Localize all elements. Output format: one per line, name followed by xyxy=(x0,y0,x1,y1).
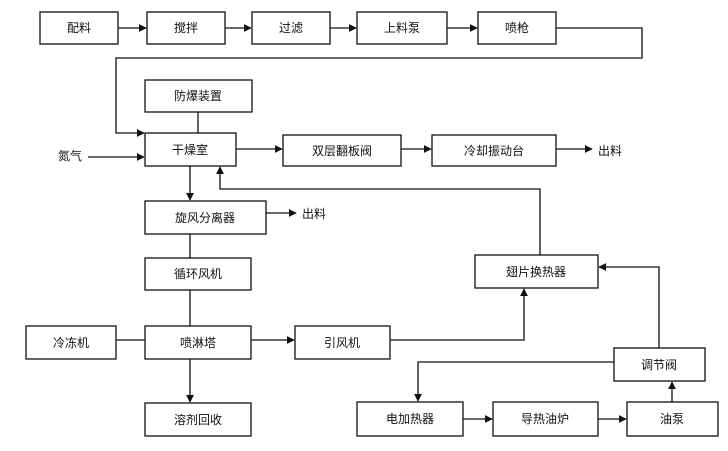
node-jiaoban-label: 搅拌 xyxy=(174,20,198,35)
node-rongji-label: 溶剂回收 xyxy=(174,412,222,427)
node-tiaojie-label: 调节阀 xyxy=(641,358,677,372)
node-tiaojie: 调节阀 xyxy=(613,347,706,382)
node-daore-label: 导热油炉 xyxy=(521,412,569,426)
node-fangbao-label: 防爆装置 xyxy=(174,88,222,103)
node-guolv-label: 过滤 xyxy=(279,21,303,35)
node-yinfeng-label: 引风机 xyxy=(324,336,360,350)
node-shangliaobeng: 上料泵 xyxy=(356,11,448,45)
node-xuanfeng: 旋风分离器 xyxy=(144,200,267,235)
label-danqi: 氮气 xyxy=(58,148,82,163)
node-penqiang: 喷枪 xyxy=(477,11,557,45)
edge-tiaojie-chipian xyxy=(598,263,660,348)
node-xunhuan-label: 循环风机 xyxy=(174,267,222,281)
node-daore: 导热油炉 xyxy=(492,401,599,437)
node-fangbao: 防爆装置 xyxy=(144,79,253,113)
node-yinfeng: 引风机 xyxy=(294,325,391,360)
node-peiliao-label: 配料 xyxy=(67,21,91,35)
node-xunhuan: 循环风机 xyxy=(144,257,252,291)
node-penlin-label: 喷淋塔 xyxy=(180,336,216,350)
node-jiaoban: 搅拌 xyxy=(146,11,226,45)
node-ganzaoshi-label: 干燥室 xyxy=(172,142,208,157)
label-chuliao-mid: 出料 xyxy=(302,207,326,221)
node-dianjia: 电加热器 xyxy=(356,401,464,437)
node-ganzaoshi: 干燥室 xyxy=(144,132,237,167)
edge-penqiang-ganzaoshi xyxy=(115,27,643,137)
node-shangliaobeng-label: 上料泵 xyxy=(384,21,420,35)
node-youbeng-label: 油泵 xyxy=(660,412,684,426)
node-xuanfeng-label: 旋风分离器 xyxy=(175,210,235,225)
node-shuangceng: 双层翻板阀 xyxy=(282,134,402,167)
node-dianjia-label: 电加热器 xyxy=(386,412,434,426)
node-chipian: 翅片换热器 xyxy=(474,254,599,289)
edge-chipian-ganzaoshi xyxy=(216,166,541,255)
node-chipian-label: 翅片换热器 xyxy=(506,264,566,279)
node-shuangceng-label: 双层翻板阀 xyxy=(312,144,372,158)
node-youbeng: 油泵 xyxy=(626,401,719,437)
node-penlin: 喷淋塔 xyxy=(144,325,252,360)
edge-yinfeng-chipian xyxy=(390,288,528,341)
node-lengdong: 冷冻机 xyxy=(25,325,117,360)
node-lengque: 冷却振动台 xyxy=(431,134,557,167)
node-penqiang-label: 喷枪 xyxy=(505,20,529,35)
node-guolv: 过滤 xyxy=(251,11,331,45)
node-peiliao: 配料 xyxy=(39,11,119,45)
node-lengdong-label: 冷冻机 xyxy=(53,335,89,350)
edge-tiaojie-dianjia xyxy=(414,361,614,402)
node-lengque-label: 冷却振动台 xyxy=(464,143,524,158)
node-rongji: 溶剂回收 xyxy=(144,402,252,437)
label-chuliao-top: 出料 xyxy=(598,144,622,158)
